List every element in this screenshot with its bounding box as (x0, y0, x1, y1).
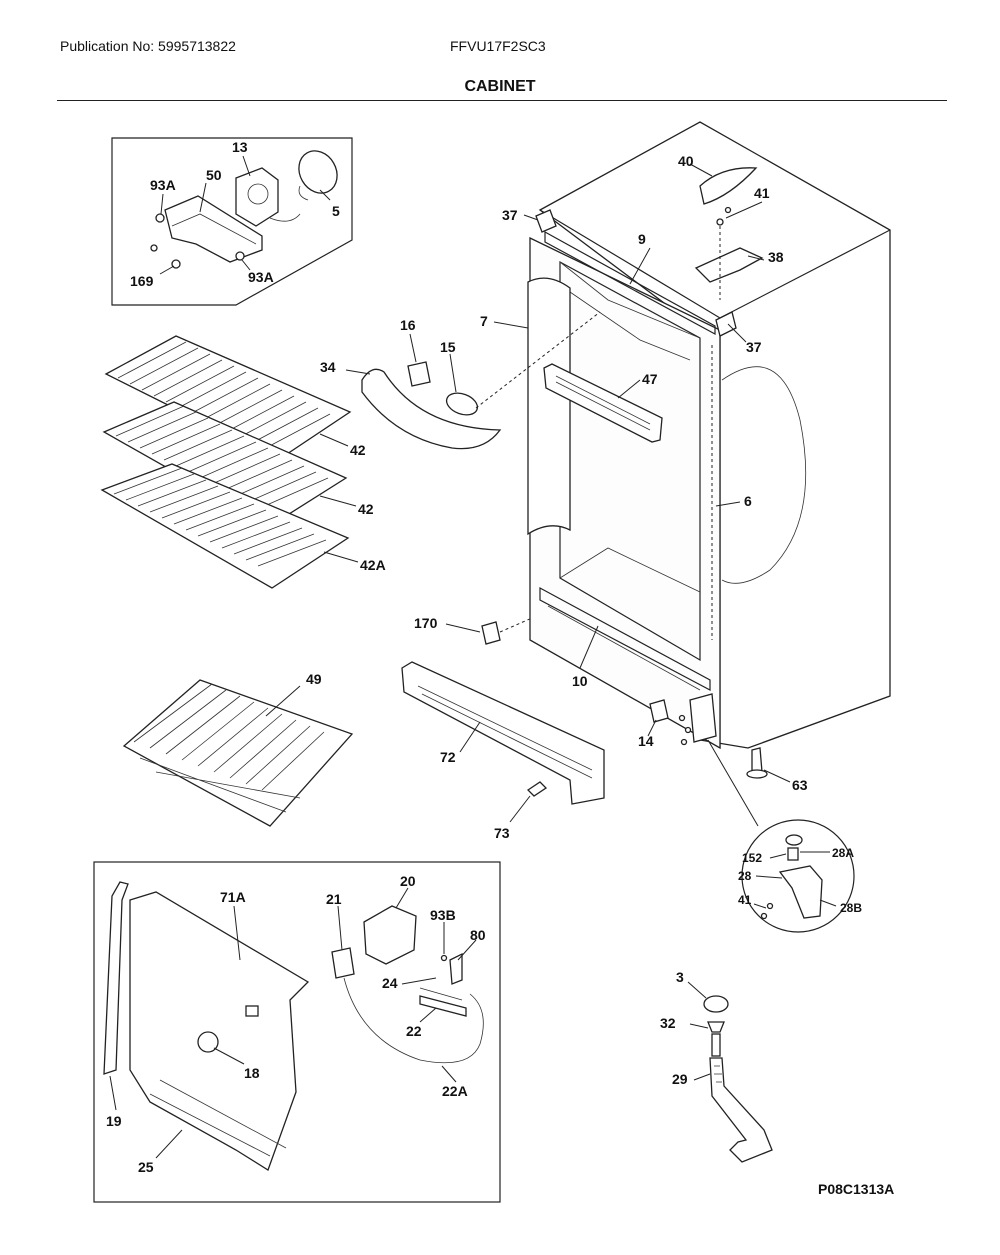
callout-5: 5 (332, 203, 340, 219)
publication-number: Publication No: 5995713822 (60, 38, 236, 54)
callout-37-top: 37 (502, 207, 518, 223)
callout-10: 10 (572, 673, 588, 689)
callout-15: 15 (440, 339, 456, 355)
shelf-42A-lower (100, 463, 350, 589)
callout-29: 29 (672, 1071, 688, 1087)
wire-shelves: 42 42 42A (100, 335, 386, 589)
callout-25: 25 (138, 1159, 154, 1175)
callout-93a-top: 93A (150, 177, 176, 193)
callout-28A: 28A (832, 846, 854, 860)
lower-front-parts: 170 10 72 73 14 63 (401, 615, 808, 841)
callout-47: 47 (642, 371, 658, 387)
callout-18: 18 (244, 1065, 260, 1081)
callout-41-top: 41 (754, 185, 770, 201)
callout-19: 19 (106, 1113, 122, 1129)
callout-72: 72 (440, 749, 456, 765)
callout-42A: 42A (360, 557, 386, 573)
callout-41-hinge: 41 (738, 893, 752, 907)
callout-37-right: 37 (746, 339, 762, 355)
callout-21: 21 (326, 891, 342, 907)
callout-50: 50 (206, 167, 222, 183)
callout-28B: 28B (840, 901, 862, 915)
model-number: FFVU17F2SC3 (450, 38, 546, 54)
callout-7: 7 (480, 313, 488, 329)
callout-80: 80 (470, 927, 486, 943)
callout-24: 24 (382, 975, 398, 991)
callout-73: 73 (494, 825, 510, 841)
callout-42-b: 42 (358, 501, 374, 517)
callout-169: 169 (130, 273, 154, 289)
callout-3: 3 (676, 969, 684, 985)
callout-28: 28 (738, 869, 752, 883)
light-cover-parts: 16 15 34 7 (320, 311, 601, 450)
drain-parts: 3 32 29 (660, 969, 773, 1163)
callout-93a-bottom: 93A (248, 269, 274, 285)
callout-152: 152 (742, 851, 762, 865)
light-assembly-inset: 13 50 93A 5 169 93A (111, 137, 353, 306)
callout-16: 16 (400, 317, 416, 333)
callout-34: 34 (320, 359, 336, 375)
basket-49: 49 (122, 671, 354, 827)
callout-49: 49 (306, 671, 322, 687)
callout-14: 14 (638, 733, 654, 749)
hinge-detail: 152 28A 28 41 28B (707, 739, 862, 933)
callout-38: 38 (768, 249, 784, 265)
callout-71A: 71A (220, 889, 246, 905)
callout-13: 13 (232, 139, 248, 155)
callout-32: 32 (660, 1015, 676, 1031)
cabinet-body (527, 121, 891, 750)
top-hinge-parts: 40 41 37 9 38 37 (502, 153, 784, 355)
callout-170: 170 (414, 615, 438, 631)
callout-63: 63 (792, 777, 808, 793)
back-panel-inset: 71A 21 20 93B 80 24 22 22A 18 19 25 (93, 861, 501, 1203)
callout-6: 6 (744, 493, 752, 509)
control-panel-47: 47 6 (543, 363, 752, 509)
callout-22: 22 (406, 1023, 422, 1039)
header-rule (57, 100, 947, 101)
callout-20: 20 (400, 873, 416, 889)
callout-9: 9 (638, 231, 646, 247)
callout-40: 40 (678, 153, 694, 169)
callout-93B: 93B (430, 907, 456, 923)
callout-42-a: 42 (350, 442, 366, 458)
figure-id: P08C1313A (818, 1181, 894, 1197)
page-title: CABINET (464, 78, 536, 95)
callout-22A: 22A (442, 1083, 468, 1099)
